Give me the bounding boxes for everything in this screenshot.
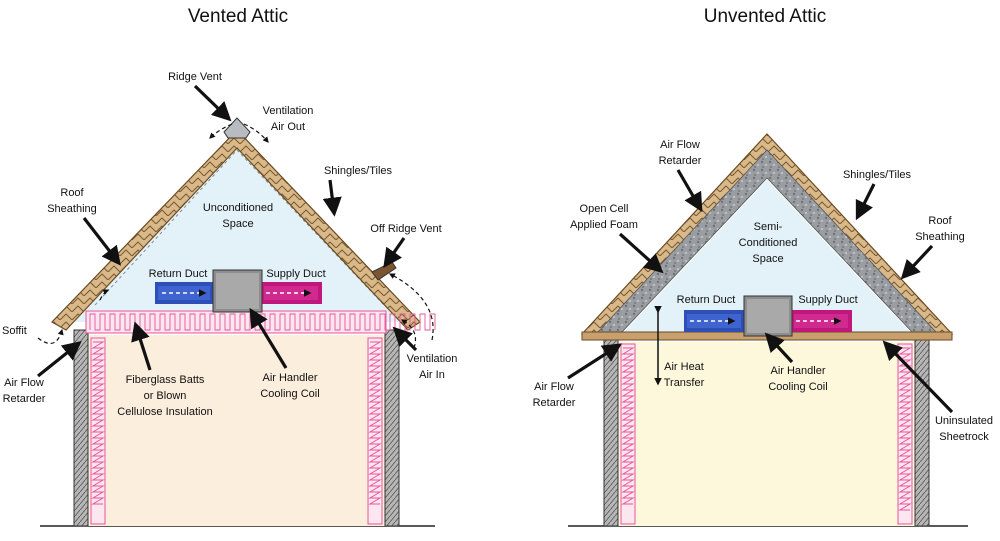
vented-roof-sheathing-label-2: Sheathing bbox=[47, 203, 97, 215]
fiberglass-batts-label-1: Fiberglass Batts bbox=[126, 374, 205, 386]
vented-attic-diagram: Vented Attic R bbox=[2, 6, 458, 527]
vented-shingles-label: Shingles/Tiles bbox=[324, 165, 393, 177]
vented-attic-air-path bbox=[94, 149, 385, 306]
soffit-flow bbox=[37, 328, 64, 345]
soffit-label: Soffit bbox=[2, 325, 27, 337]
off-ridge-vent-arrow bbox=[383, 237, 406, 268]
unvented-left-wall-insulation bbox=[620, 343, 636, 525]
unvented-roof-sheathing-label-2: Sheathing bbox=[915, 231, 965, 243]
vented-right-wall bbox=[384, 329, 400, 527]
unvented-air-handler-label-1: Air Handler bbox=[770, 365, 825, 377]
unvented-return-duct-label: Return Duct bbox=[677, 294, 736, 306]
open-cell-foam-label-2: Applied Foam bbox=[570, 219, 638, 231]
ventilation-air-out-label-1: Ventilation bbox=[263, 105, 314, 117]
unvented-air-handler-label-2: Cooling Coil bbox=[768, 381, 827, 393]
ventilation-out-left-flow bbox=[209, 123, 233, 139]
vented-air-flow-retarder-arrow bbox=[37, 341, 82, 378]
uninsulated-sheetrock-label-2: Sheetrock bbox=[939, 431, 989, 443]
vented-air-handler-label-1: Air Handler bbox=[262, 372, 317, 384]
vented-return-duct-label: Return Duct bbox=[149, 268, 208, 280]
ventilation-air-in-label-2: Air In bbox=[419, 369, 445, 381]
unvented-left-wall-insulation-pattern bbox=[621, 347, 635, 505]
semi-conditioned-space-label-1: Semi- bbox=[754, 221, 783, 233]
uninsulated-sheetrock-label-1: Uninsulated bbox=[935, 415, 993, 427]
semi-conditioned-space-label-3: Space bbox=[752, 253, 783, 265]
unvented-right-wall-insulation bbox=[897, 343, 913, 525]
ventilation-air-in-label-1: Ventilation bbox=[407, 353, 458, 365]
unvented-shingles-arrow bbox=[855, 183, 876, 221]
unvented-right-wall bbox=[914, 335, 930, 527]
ventilation-out-right-flow bbox=[243, 123, 269, 143]
vented-air-flow-retarder-label-1: Air Flow bbox=[4, 377, 44, 389]
fiberglass-batts-label-3: Cellulose Insulation bbox=[117, 406, 212, 418]
vented-right-wall-insulation-pattern bbox=[368, 341, 382, 505]
ventilation-in-right-flow-1 bbox=[388, 273, 434, 341]
vented-attic-space bbox=[74, 142, 399, 322]
fiberglass-batts-arrow bbox=[131, 321, 152, 371]
ridge-vent-icon bbox=[223, 117, 251, 139]
vented-air-handler-arrow bbox=[249, 307, 288, 369]
unvented-roof-sheathing-label-1: Roof bbox=[928, 215, 952, 227]
vented-roof-sheathing-arrow bbox=[82, 217, 121, 266]
ridge-vent-label: Ridge Vent bbox=[168, 71, 222, 83]
unvented-air-flow-retarder-top-label-2: Retarder bbox=[659, 155, 702, 167]
unvented-air-flow-retarder-label-1: Air Flow bbox=[534, 381, 574, 393]
unconditioned-space-label-1: Unconditioned bbox=[203, 202, 273, 214]
vented-air-handler-label-2: Cooling Coil bbox=[260, 388, 319, 400]
semi-conditioned-space-label-2: Conditioned bbox=[739, 237, 798, 249]
unvented-attic-title: Unvented Attic bbox=[704, 6, 827, 27]
vented-roof-sheathing-label-1: Roof bbox=[60, 187, 84, 199]
unvented-right-wall-insulation-pattern bbox=[898, 347, 912, 511]
unvented-shingles-label: Shingles/Tiles bbox=[843, 169, 912, 181]
unvented-room bbox=[618, 342, 915, 526]
unconditioned-space-label-2: Space bbox=[222, 218, 253, 230]
vented-attic-title: Vented Attic bbox=[188, 6, 288, 27]
fiberglass-batts-label-2: or Blown bbox=[144, 390, 187, 402]
unvented-attic-space bbox=[624, 180, 910, 332]
unvented-air-handler-arrow bbox=[764, 332, 794, 364]
vented-left-wall-insulation-pattern bbox=[91, 341, 105, 505]
ventilation-air-out-label-2: Air Out bbox=[271, 121, 305, 133]
unvented-air-flow-retarder-label-2: Retarder bbox=[533, 397, 576, 409]
ridge-vent-arrow bbox=[193, 84, 232, 122]
vented-left-wall bbox=[73, 329, 89, 527]
unvented-air-flow-retarder-arrow bbox=[567, 343, 623, 380]
soffit-inner-flow bbox=[99, 289, 110, 301]
air-heat-transfer-label-2: Transfer bbox=[664, 377, 705, 389]
unvented-air-flow-retarder-top-arrow bbox=[676, 169, 703, 213]
uninsulated-sheetrock-arrow bbox=[882, 340, 954, 414]
ventilation-in-right-flow-2 bbox=[400, 319, 417, 349]
off-ridge-vent-label: Off Ridge Vent bbox=[370, 223, 441, 235]
ventilation-air-in-arrow bbox=[392, 326, 418, 352]
unvented-attic-diagram: Unvented Attic Air Flow Retarder Shingle… bbox=[533, 6, 993, 527]
unvented-supply-duct-label: Supply Duct bbox=[798, 294, 857, 306]
unvented-air-flow-retarder-top-label-1: Air Flow bbox=[660, 139, 700, 151]
air-heat-transfer-label-1: Air Heat bbox=[664, 361, 704, 373]
unvented-left-wall bbox=[603, 335, 619, 527]
open-cell-foam-arrow bbox=[618, 232, 664, 274]
vented-room bbox=[88, 335, 385, 526]
open-cell-foam-label-1: Open Cell bbox=[580, 203, 629, 215]
vented-supply-duct-label: Supply Duct bbox=[266, 268, 325, 280]
unvented-roof-sheathing-arrow bbox=[900, 244, 934, 280]
vented-shingles-arrow bbox=[322, 179, 342, 217]
off-ridge-vent-icon bbox=[371, 261, 397, 281]
vented-air-flow-retarder-label-2: Retarder bbox=[3, 393, 46, 405]
